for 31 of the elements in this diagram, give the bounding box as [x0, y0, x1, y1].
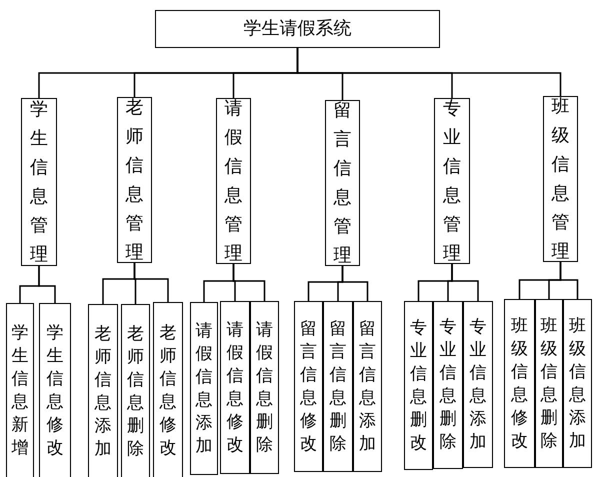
function-box: 老师信息修改 — [153, 302, 183, 477]
function-box: 学生信息修改 — [39, 303, 71, 477]
connector-line — [342, 266, 368, 301]
connector-line — [38, 266, 56, 303]
function-box: 班级信息删除 — [535, 299, 563, 468]
function-box: 专业信息添加 — [463, 301, 493, 468]
connector-line — [232, 264, 266, 301]
function-box: 专业信息删改 — [404, 301, 433, 470]
function-box: 留言信息修改 — [294, 301, 323, 472]
function-box: 请假信息添加 — [190, 302, 218, 475]
module-box: 老师信息管理 — [117, 97, 152, 263]
connector-line — [296, 48, 562, 96]
function-box: 请假信息删除 — [250, 301, 279, 474]
function-box: 老师信息添加 — [88, 304, 118, 477]
connector-line — [451, 264, 479, 301]
function-box: 班级信息添加 — [563, 299, 592, 468]
module-box: 学生信息管理 — [21, 98, 57, 266]
function-box: 学生信息新增 — [6, 303, 34, 477]
module-box: 请假信息管理 — [216, 98, 251, 264]
connector-line — [560, 262, 578, 299]
function-box: 老师信息删除 — [121, 304, 150, 477]
function-box: 班级信息修改 — [504, 299, 535, 468]
module-box: 留言信息管理 — [325, 100, 360, 266]
module-box: 班级信息管理 — [543, 96, 578, 262]
module-box: 专业信息管理 — [434, 98, 470, 264]
function-box: 留言信息添加 — [353, 301, 382, 472]
function-box: 请假信息修改 — [220, 301, 250, 474]
function-box: 留言信息删除 — [323, 301, 353, 472]
function-box: 专业信息删除 — [433, 301, 463, 469]
root-box: 学生请假系统 — [155, 10, 440, 48]
connector-line — [134, 263, 169, 302]
